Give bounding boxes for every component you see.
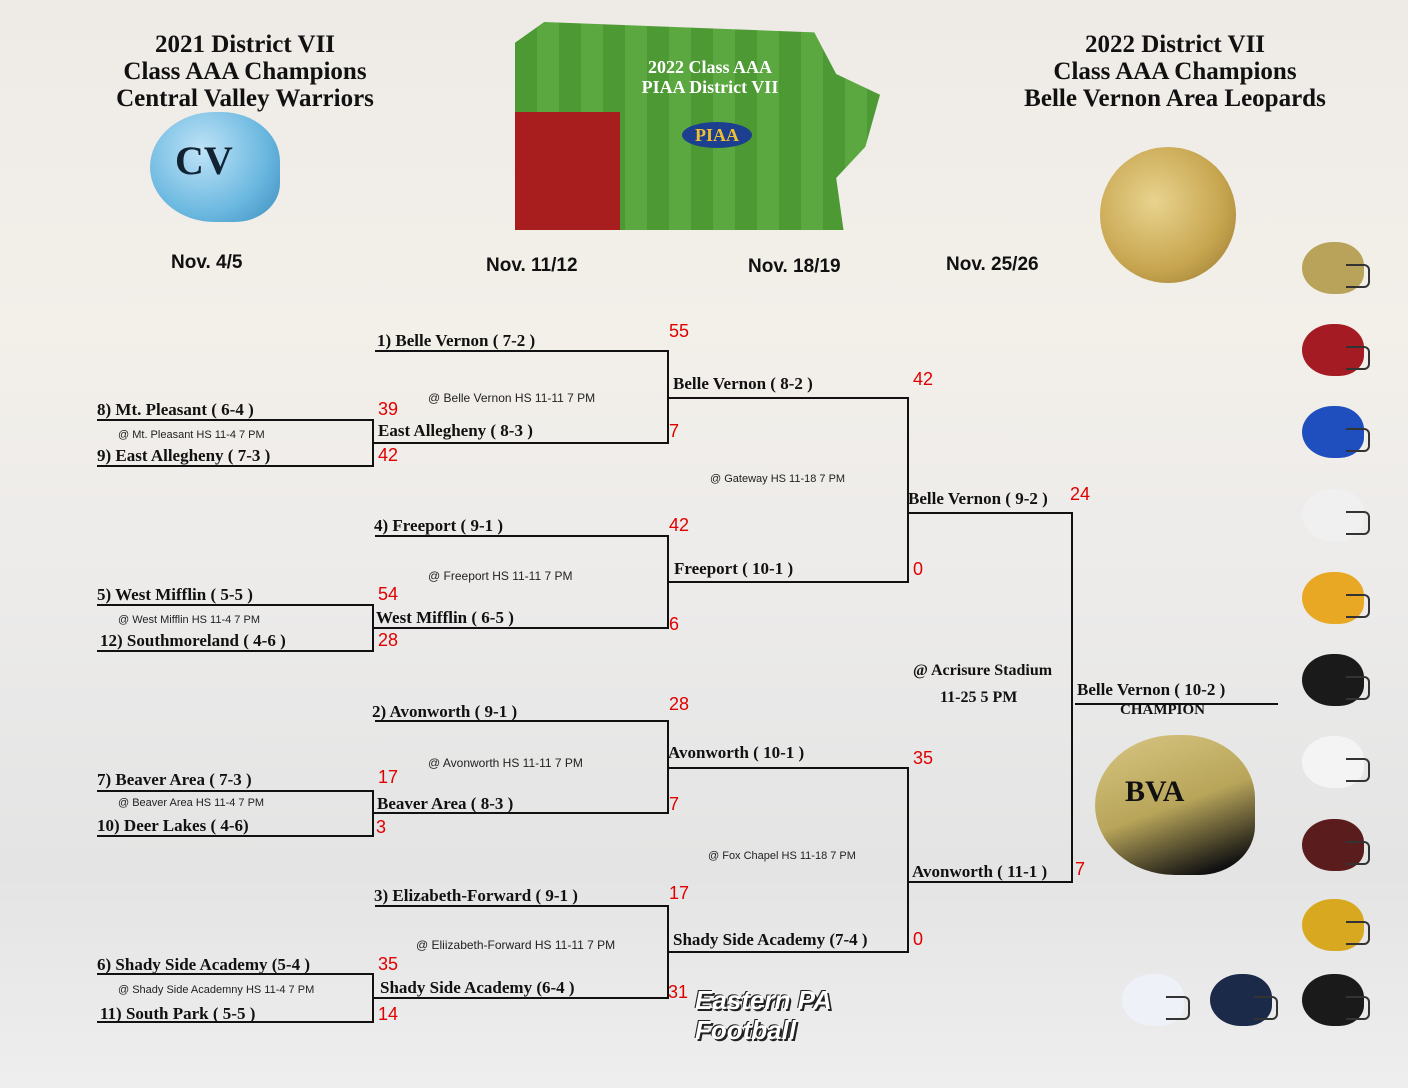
team-helmet-icon xyxy=(1210,974,1278,1026)
team-helmet-icon xyxy=(1302,654,1370,706)
central-valley-helmet-icon: CV xyxy=(150,112,280,222)
team-name: Belle Vernon ( 8-2 ) xyxy=(673,374,813,393)
team-name: East Allegheny ( 8-3 ) xyxy=(378,421,533,440)
score: 7 xyxy=(669,794,680,814)
score: 35 xyxy=(913,748,934,768)
game-venue: @ Avonworth HS 11-11 7 PM xyxy=(428,756,583,770)
header-line: 2022 District VII xyxy=(1084,31,1266,58)
team-name: Shady Side Academy (6-4 ) xyxy=(380,978,575,997)
eastern-pa-football-logo: Eastern PA Football xyxy=(695,985,831,1045)
current-champion-title: 2022 District VII Class AAA Champions Be… xyxy=(1000,31,1350,112)
score: 28 xyxy=(669,694,690,714)
score: 42 xyxy=(913,369,934,389)
team-name: 11) South Park ( 5-5 ) xyxy=(100,1004,256,1023)
header-line: Class AAA Champions xyxy=(1053,58,1297,85)
team-helmet-icon xyxy=(1302,899,1370,951)
team-helmet-icon xyxy=(1302,736,1370,788)
round-date: Nov. 4/5 xyxy=(171,252,243,273)
team-name: Freeport ( 10-1 ) xyxy=(674,559,794,578)
final-venue: @ Acrisure Stadium xyxy=(913,662,1053,679)
game-venue: @ Shady Side Academny HS 11-4 7 PM xyxy=(118,984,315,996)
game-venue: @ Mt. Pleasant HS 11-4 7 PM xyxy=(118,429,265,441)
team-helmet-icon xyxy=(1302,242,1370,294)
score: 39 xyxy=(378,399,399,419)
team-helmet-icon xyxy=(1302,489,1370,541)
game-venue: @ Beaver Area HS 11-4 7 PM xyxy=(118,797,265,809)
team-name: 2) Avonworth ( 9-1 ) xyxy=(372,702,518,721)
score: 3 xyxy=(376,817,387,837)
team-name: Beaver Area ( 8-3 ) xyxy=(377,794,514,813)
team-name: 1) Belle Vernon ( 7-2 ) xyxy=(377,331,536,350)
team-name: 8) Mt. Pleasant ( 6-4 ) xyxy=(97,400,254,419)
round-date: Nov. 25/26 xyxy=(946,254,1039,275)
team-name: Avonworth ( 11-1 ) xyxy=(912,862,1048,881)
prev-champion-title: 2021 District VII Class AAA Champions Ce… xyxy=(90,31,400,112)
score: 54 xyxy=(378,584,399,604)
score: 0 xyxy=(913,559,924,579)
header-line: Belle Vernon Area Leopards xyxy=(1024,85,1326,112)
round-date: Nov. 11/12 xyxy=(486,255,578,276)
score: 28 xyxy=(378,630,399,650)
score: 24 xyxy=(1070,484,1091,504)
score: 42 xyxy=(378,445,399,465)
champion-name: Belle Vernon ( 10-2 ) xyxy=(1077,680,1226,699)
team-helmet-icon xyxy=(1122,974,1190,1026)
team-name: Belle Vernon ( 9-2 ) xyxy=(908,489,1048,508)
team-name: 7) Beaver Area ( 7-3 ) xyxy=(97,770,252,789)
team-name: Shady Side Academy (7-4 ) xyxy=(673,930,868,949)
score: 6 xyxy=(669,614,680,634)
final-time: 11-25 5 PM xyxy=(940,689,1018,706)
team-name: Avonworth ( 10-1 ) xyxy=(668,743,805,762)
game-venue: @ Belle Vernon HS 11-11 7 PM xyxy=(428,391,596,405)
score: 14 xyxy=(378,1004,399,1024)
team-helmet-icon xyxy=(1302,324,1370,376)
score: 7 xyxy=(1075,859,1086,879)
score: 17 xyxy=(669,883,690,903)
header-line: 2021 District VII xyxy=(154,31,336,58)
team-name: 12) Southmoreland ( 4-6 ) xyxy=(100,631,286,650)
score: 42 xyxy=(669,515,690,535)
score: 35 xyxy=(378,954,399,974)
district-map: 2022 Class AAA PIAA District VII PIAA xyxy=(515,22,880,230)
round-date: Nov. 18/19 xyxy=(748,256,841,277)
game-venue: @ Gateway HS 11-18 7 PM xyxy=(710,473,846,485)
score: 0 xyxy=(913,929,924,949)
team-name: 9) East Allegheny ( 7-3 ) xyxy=(97,446,271,465)
team-name: 5) West Mifflin ( 5-5 ) xyxy=(97,585,253,604)
team-name: 4) Freeport ( 9-1 ) xyxy=(374,516,504,535)
score: 7 xyxy=(669,421,680,441)
header-line: Central Valley Warriors xyxy=(116,85,374,112)
piaa-logo: PIAA xyxy=(682,122,752,148)
game-venue: @ Freeport HS 11-11 7 PM xyxy=(428,569,573,583)
game-venue: @ Fox Chapel HS 11-18 7 PM xyxy=(708,850,856,862)
team-helmet-icon xyxy=(1302,406,1370,458)
map-title: PIAA District VII xyxy=(641,77,779,97)
score: 17 xyxy=(378,767,399,787)
team-name: 10) Deer Lakes ( 4-6) xyxy=(97,816,249,835)
team-helmet-icon xyxy=(1302,819,1370,871)
score: 55 xyxy=(669,321,690,341)
game-venue: @ Eliizabeth-Forward HS 11-11 7 PM xyxy=(416,938,616,952)
medal-icon xyxy=(1100,147,1236,283)
header-line: Class AAA Champions xyxy=(123,58,367,85)
score: 31 xyxy=(668,982,689,1002)
team-name: West Mifflin ( 6-5 ) xyxy=(376,608,514,627)
champion-label: CHAMPION xyxy=(1120,702,1205,718)
map-title: 2022 Class AAA xyxy=(647,57,772,77)
belle-vernon-helmet-icon: BVA xyxy=(1095,735,1255,875)
team-name: 6) Shady Side Academy (5-4 ) xyxy=(97,955,310,974)
team-helmet-icon xyxy=(1302,572,1370,624)
game-venue: @ West Mifflin HS 11-4 7 PM xyxy=(118,614,260,626)
team-name: 3) Elizabeth-Forward ( 9-1 ) xyxy=(374,886,578,905)
team-helmet-icon xyxy=(1302,974,1370,1026)
